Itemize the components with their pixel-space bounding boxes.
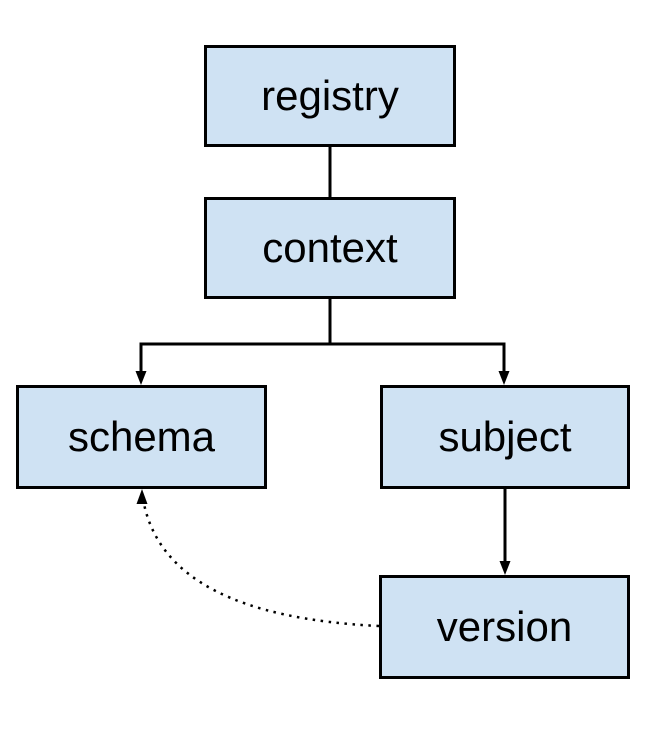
node-subject: subject — [380, 385, 630, 489]
node-schema-label: schema — [67, 413, 216, 460]
node-context-label: context — [262, 224, 398, 271]
arrowhead-version-schema — [136, 489, 148, 504]
node-registry-label: registry — [261, 72, 399, 119]
arrowhead-context-schema — [135, 371, 147, 385]
node-subject-label: subject — [438, 413, 572, 460]
edge-version-schema-dotted — [142, 503, 380, 628]
node-schema: schema — [16, 385, 267, 489]
arrowhead-context-subject — [498, 371, 510, 385]
node-registry: registry — [204, 45, 456, 147]
node-version-label: version — [436, 603, 573, 650]
arrowhead-subject-version — [499, 561, 511, 575]
node-version: version — [379, 575, 630, 679]
node-context: context — [204, 197, 456, 299]
